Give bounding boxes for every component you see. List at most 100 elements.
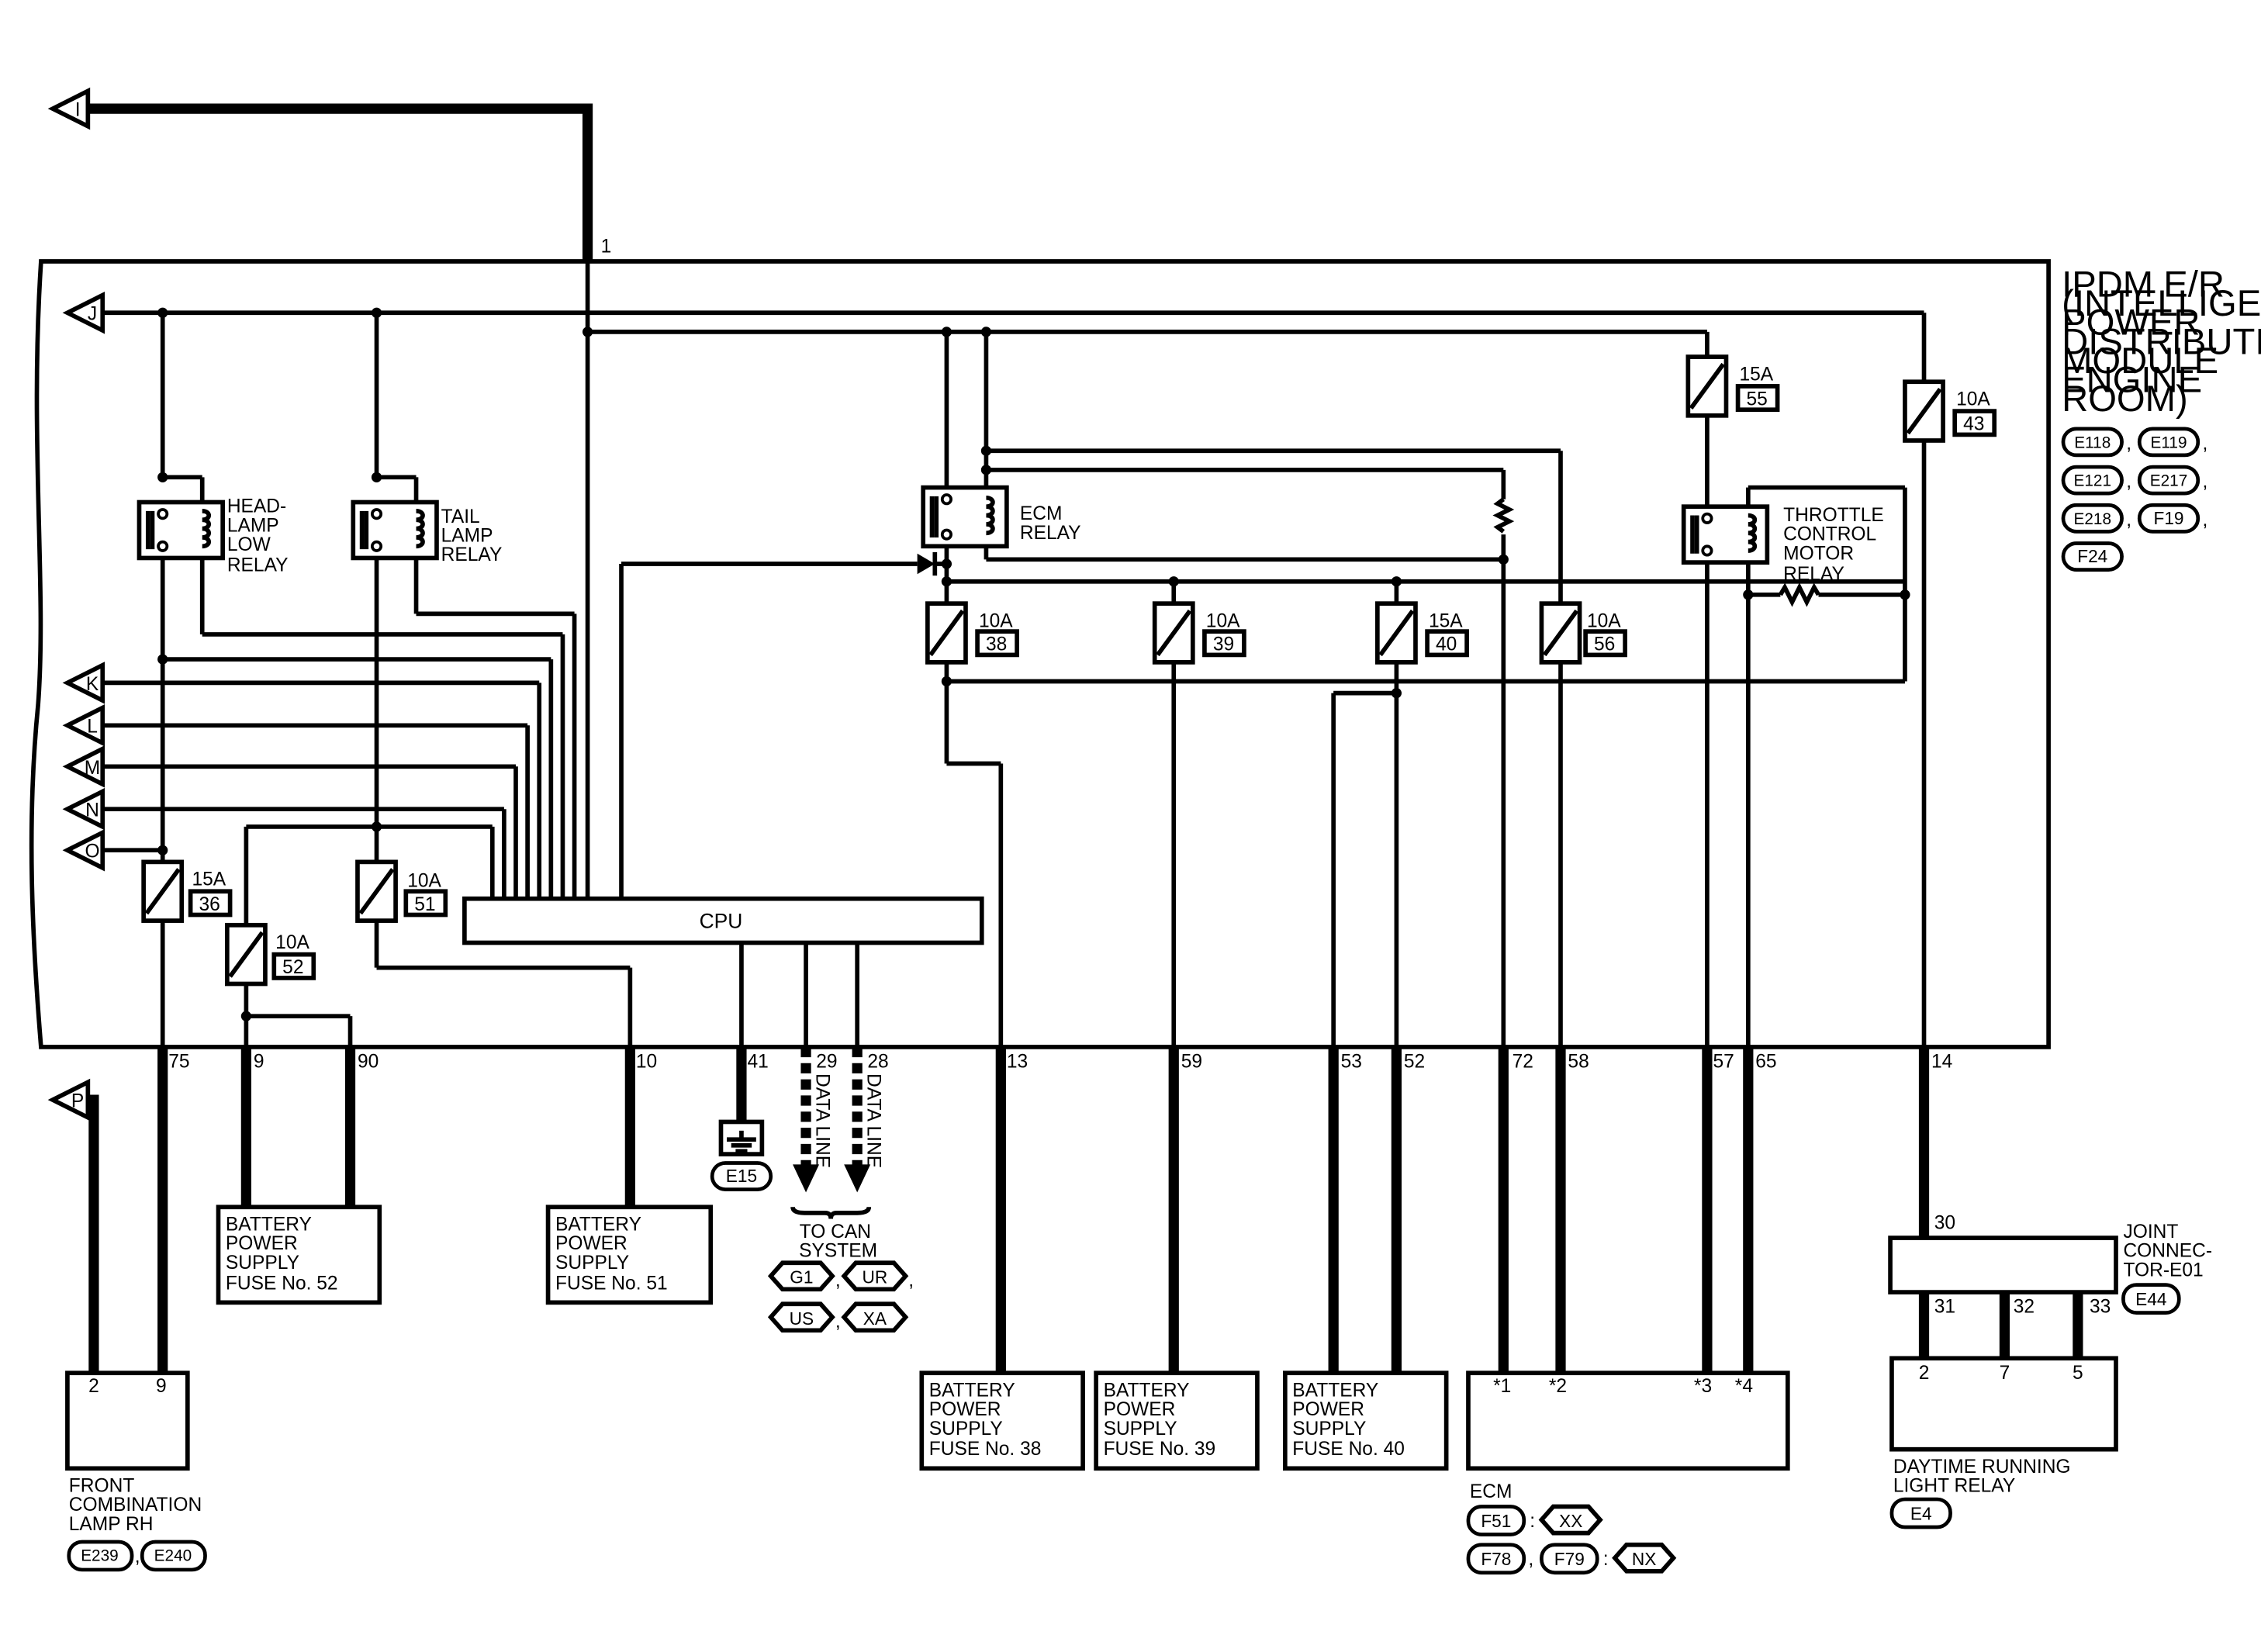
can-label: SYSTEM (799, 1241, 877, 1262)
connector-label: F24 (2077, 546, 2107, 566)
connector-label: E121 (2074, 472, 2112, 490)
pin-number: 90 (358, 1051, 379, 1072)
connector-pill (1889, 1497, 1952, 1529)
svg-text:,: , (135, 1546, 140, 1567)
svg-text:LIGHT RELAY: LIGHT RELAY (1893, 1476, 2015, 1497)
svg-text:F51: F51 (1481, 1511, 1511, 1531)
joint-pin: 31 (1934, 1297, 1955, 1318)
fuse-number: 36 (199, 894, 220, 915)
fuse-rating: 10A (1587, 610, 1621, 631)
connector-pill (1466, 1543, 1526, 1575)
svg-text:MOTOR: MOTOR (1783, 543, 1854, 564)
connector-pill (710, 1161, 773, 1191)
diode-icon (917, 551, 947, 576)
ipdm-title: IPDM E/R (INTELLIGENT POWER DISTRIBUTION… (2062, 264, 2261, 420)
fuse-36: 15A 36 (141, 859, 233, 923)
connector-pill (2137, 427, 2200, 458)
fuse-number: 40 (1436, 634, 1457, 655)
battery-supply-fuse-39: BATTERY POWER SUPPLY FUSE No. 39 (1094, 1370, 1260, 1471)
svg-text:BATTERY: BATTERY (555, 1215, 641, 1236)
svg-text:P: P (71, 1091, 84, 1112)
offpage-connector-i: I (47, 87, 91, 130)
svg-text:RELAY: RELAY (227, 555, 289, 575)
drl-pin: 5 (2073, 1363, 2083, 1384)
can-code-hexagon (767, 1301, 835, 1333)
offpage-connector-k: K (62, 662, 105, 704)
can-code-hexagon (841, 1260, 909, 1292)
svg-text:TOR-E01: TOR-E01 (2123, 1260, 2203, 1280)
ecm-label: ECM (1470, 1481, 1513, 1502)
lamp-pin: 2 (88, 1376, 99, 1397)
joint-connector-e01: 30 31 32 33 JOINT CONNEC- TOR-E01 E44 (1888, 1213, 2212, 1318)
wires (88, 103, 2083, 1374)
svg-text:XA: XA (863, 1308, 887, 1329)
svg-text:L: L (87, 717, 98, 738)
svg-text:I: I (75, 100, 81, 121)
can-label: TO CAN (800, 1222, 871, 1242)
svg-text:CONNEC-: CONNEC- (2123, 1241, 2212, 1262)
svg-text:,: , (2126, 472, 2131, 492)
svg-text:JOINT: JOINT (2123, 1222, 2178, 1242)
connector-pill (2061, 503, 2124, 534)
pin-number: 53 (1341, 1051, 1362, 1072)
svg-text:HEAD-: HEAD- (227, 496, 286, 517)
svg-text:,: , (835, 1270, 841, 1291)
svg-text:FUSE No. 38: FUSE No. 38 (929, 1439, 1042, 1460)
daytime-running-light-relay: 2 7 5 DAYTIME RUNNING LIGHT RELAY E4 (1889, 1356, 2118, 1529)
fuse-number: 51 (414, 894, 435, 915)
pin-number: 10 (636, 1051, 657, 1072)
offpage-connector-l: L (62, 703, 105, 747)
battery-supply-fuse-40: BATTERY POWER SUPPLY FUSE No. 40 (1282, 1370, 1449, 1471)
svg-text:LAMP: LAMP (227, 515, 279, 536)
svg-text:E44: E44 (2135, 1289, 2166, 1309)
fuse-55: 15A 55 (1685, 354, 1780, 418)
svg-text:SUPPLY: SUPPLY (226, 1253, 299, 1274)
pin-number: 57 (1713, 1051, 1734, 1072)
svg-text:F78: F78 (1481, 1549, 1511, 1569)
svg-text:POWER: POWER (226, 1233, 298, 1254)
svg-text:,: , (908, 1270, 914, 1291)
svg-text:,: , (2202, 472, 2207, 492)
pin-number: 58 (1568, 1051, 1589, 1072)
svg-text:,: , (2126, 433, 2131, 454)
relay-label: TAIL LAMP RELAY (441, 506, 503, 565)
fuse-number: 56 (1594, 634, 1615, 655)
battery-supply-fuse-38: BATTERY POWER SUPPLY FUSE No. 38 (919, 1370, 1085, 1471)
ecm-relay: ECM RELAY (921, 485, 1081, 549)
svg-text:BATTERY: BATTERY (226, 1215, 312, 1236)
relay-label: HEAD- LAMP LOW RELAY (227, 496, 289, 576)
connector-label: E217 (2150, 472, 2188, 490)
fuse-56: 10A 56 (1539, 601, 1627, 665)
joint-pin: 33 (2090, 1297, 2111, 1318)
fuse-rating: 10A (979, 610, 1013, 631)
connector-label: E119 (2151, 434, 2187, 451)
pin-number: 1 (601, 237, 612, 257)
drl-pin: 2 (1919, 1363, 1930, 1384)
svg-text:POWER: POWER (929, 1399, 1001, 1420)
ecm-block: *1 *2 *3 *4 ECM F51 : XX F78 , F79 : NX (1466, 1370, 1790, 1575)
fuse-52: 10A 52 (224, 922, 316, 987)
ecm-pin: *2 (1549, 1376, 1567, 1397)
can-code-hexagon (841, 1301, 909, 1333)
svg-text:POWER: POWER (555, 1233, 627, 1254)
fuse-number: 52 (282, 957, 303, 978)
can-system: TO CAN SYSTEM G1 , UR , US , XA (767, 1222, 914, 1333)
data-line-label: DATA LINE (863, 1073, 883, 1168)
svg-text:,: , (2202, 433, 2207, 454)
ipdm-title-line: IPDM E/R (2062, 264, 2225, 305)
svg-text:RELAY: RELAY (1020, 523, 1081, 544)
svg-text:CONTROL: CONTROL (1783, 524, 1876, 545)
connector-label: E239 (81, 1547, 119, 1565)
svg-text:FRONT: FRONT (69, 1476, 135, 1497)
connector-pill (2121, 1283, 2181, 1315)
svg-text:SUPPLY: SUPPLY (929, 1419, 1003, 1439)
fuse-number: 39 (1213, 634, 1234, 655)
data-lines: DATA LINE DATA LINE (790, 1046, 883, 1219)
connector-label: E240 (154, 1547, 192, 1565)
fuse-rating: 10A (1956, 389, 1990, 410)
svg-text:F79: F79 (1554, 1549, 1585, 1569)
fuse-rating: 10A (275, 932, 309, 953)
ipdm-connector-list: E118 , E119 , E121 , E217 , E218 , F19 ,… (2061, 427, 2207, 572)
pin-number: 65 (1755, 1051, 1776, 1072)
svg-text:J: J (88, 304, 97, 325)
